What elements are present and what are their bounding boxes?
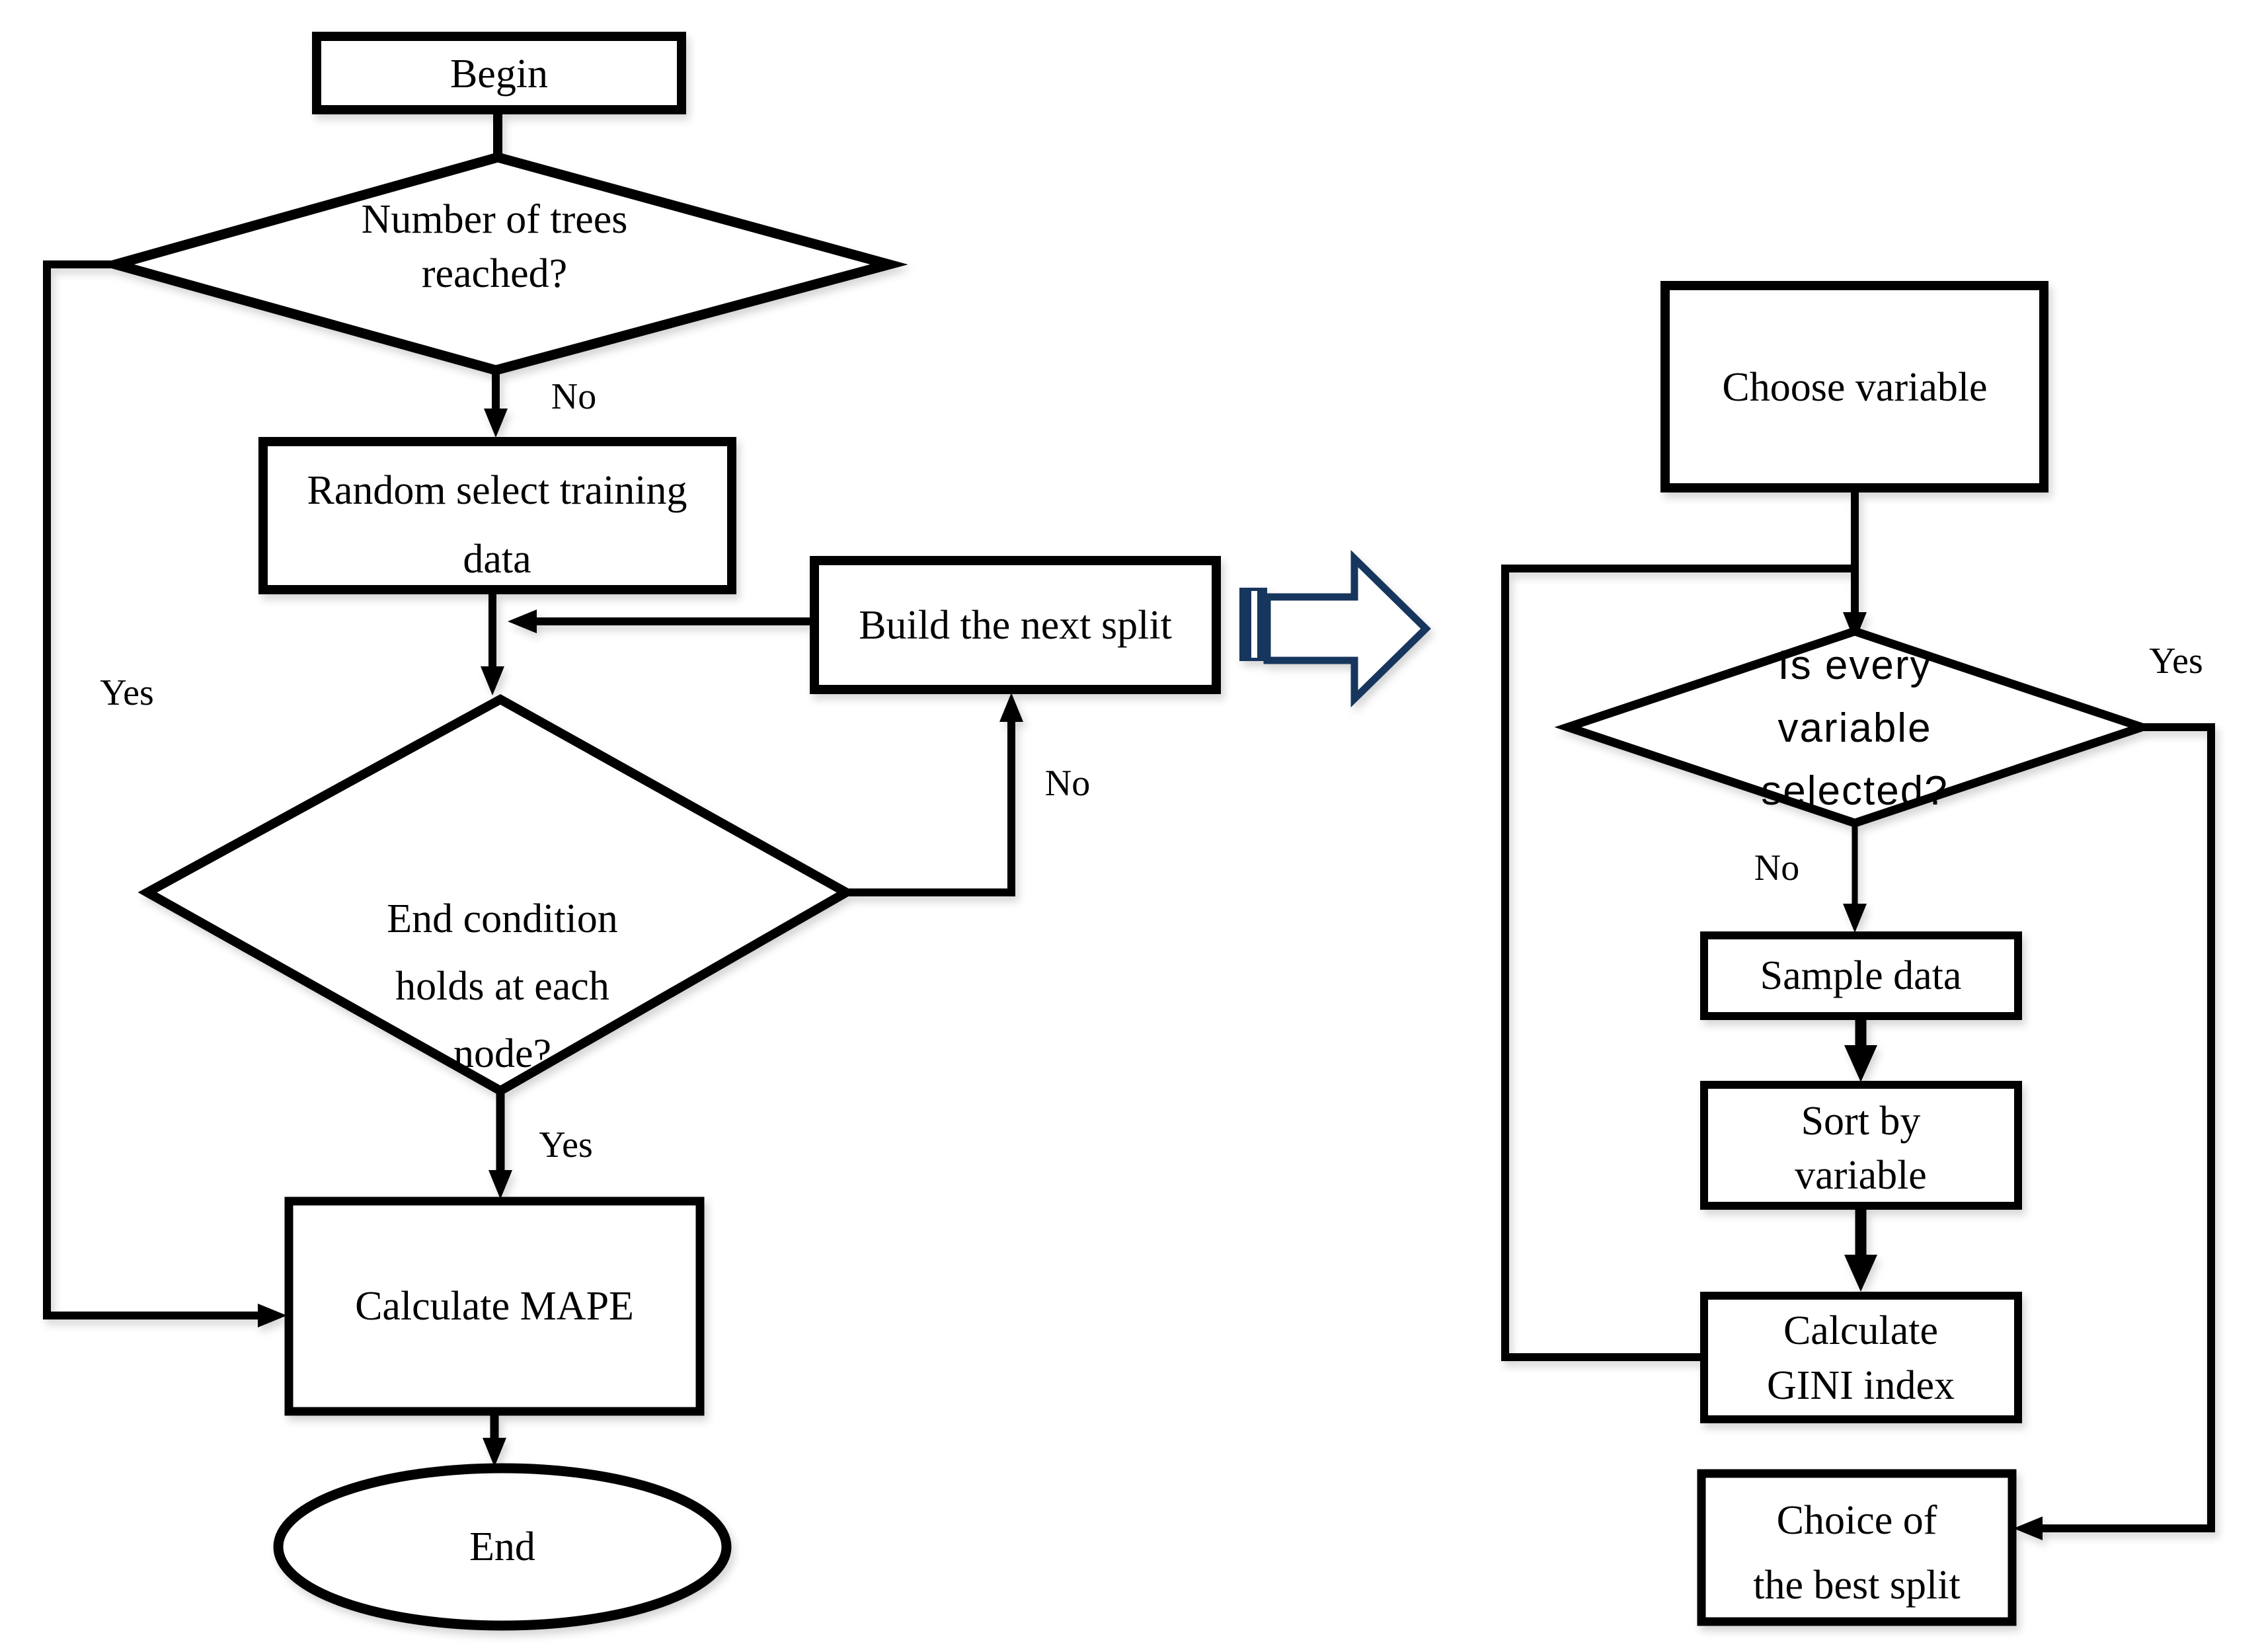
calculate-gini-label-line2: GINI index	[1766, 1363, 1955, 1408]
begin-node	[312, 32, 686, 114]
edge-gini-loop-to-variable-decision	[1501, 565, 1851, 1361]
edge-trees-decision-yes-loop-to-mape	[43, 260, 287, 1327]
edge-label-yes-loop: Yes	[100, 672, 154, 713]
random-select-label-line1: Random select training	[307, 468, 687, 513]
calculate-gini-node	[1700, 1292, 2022, 1423]
variable-decision-diamond	[1554, 627, 2156, 828]
end-node	[273, 1463, 732, 1631]
begin-label: Begin	[449, 52, 549, 97]
end-condition-label-line3: node?	[453, 1031, 552, 1076]
build-split-node	[810, 556, 1221, 694]
edge-label-yes-to-mape: Yes	[539, 1124, 593, 1165]
trees-decision-label-line2: reached?	[421, 251, 568, 296]
calculate-gini-label-line1: Calculate	[1783, 1308, 1939, 1353]
choose-variable-label: Choose variable	[1722, 365, 1988, 410]
end-condition-label-line2: holds at each	[395, 964, 609, 1009]
choose-variable-node	[1660, 281, 2048, 492]
sample-data-label: Sample data	[1760, 953, 1962, 998]
right-block-arrow-icon	[1263, 549, 1431, 708]
variable-decision-label-line3: selected?	[1761, 768, 1949, 814]
edge-label-yes-to-best-split: Yes	[2149, 641, 2203, 682]
edge-end-condition-no-to-build-split	[846, 693, 1023, 896]
transition-arrow-tail-slit	[1251, 591, 1257, 658]
sort-by-label-line1: Sort by	[1801, 1099, 1921, 1144]
best-split-label-line1: Choice of	[1776, 1498, 1937, 1543]
edge-label-no-to-random: No	[551, 376, 597, 417]
random-select-label-line2: data	[463, 537, 531, 582]
trees-decision-label-line1: Number of trees	[361, 197, 628, 242]
calculate-mape-label: Calculate MAPE	[355, 1284, 634, 1329]
best-split-node	[1697, 1469, 2017, 1626]
random-select-node	[258, 437, 736, 594]
best-split-label-line2: the best split	[1753, 1563, 1961, 1608]
sample-data-node	[1700, 931, 2022, 1020]
end-label: End	[469, 1524, 535, 1569]
calculate-mape-node	[284, 1197, 705, 1416]
build-split-label: Build the next split	[859, 603, 1172, 648]
edge-label-no-to-sample: No	[1754, 847, 1800, 888]
edge-label-no-to-build: No	[1044, 763, 1091, 804]
variable-decision-label-line2: variable	[1777, 705, 1932, 751]
edge-variable-decision-yes-to-best-split	[2013, 723, 2215, 1540]
variable-decision-label-line1: Is every	[1777, 643, 1932, 688]
zoom-transition-arrow	[1239, 549, 1431, 708]
sort-by-label-line2: variable	[1795, 1153, 1927, 1198]
end-condition-label-line1: End condition	[387, 896, 618, 941]
trees-decision-diamond	[97, 152, 908, 375]
sort-by-variable-node	[1700, 1081, 2022, 1210]
end-condition-diamond	[137, 694, 856, 1097]
